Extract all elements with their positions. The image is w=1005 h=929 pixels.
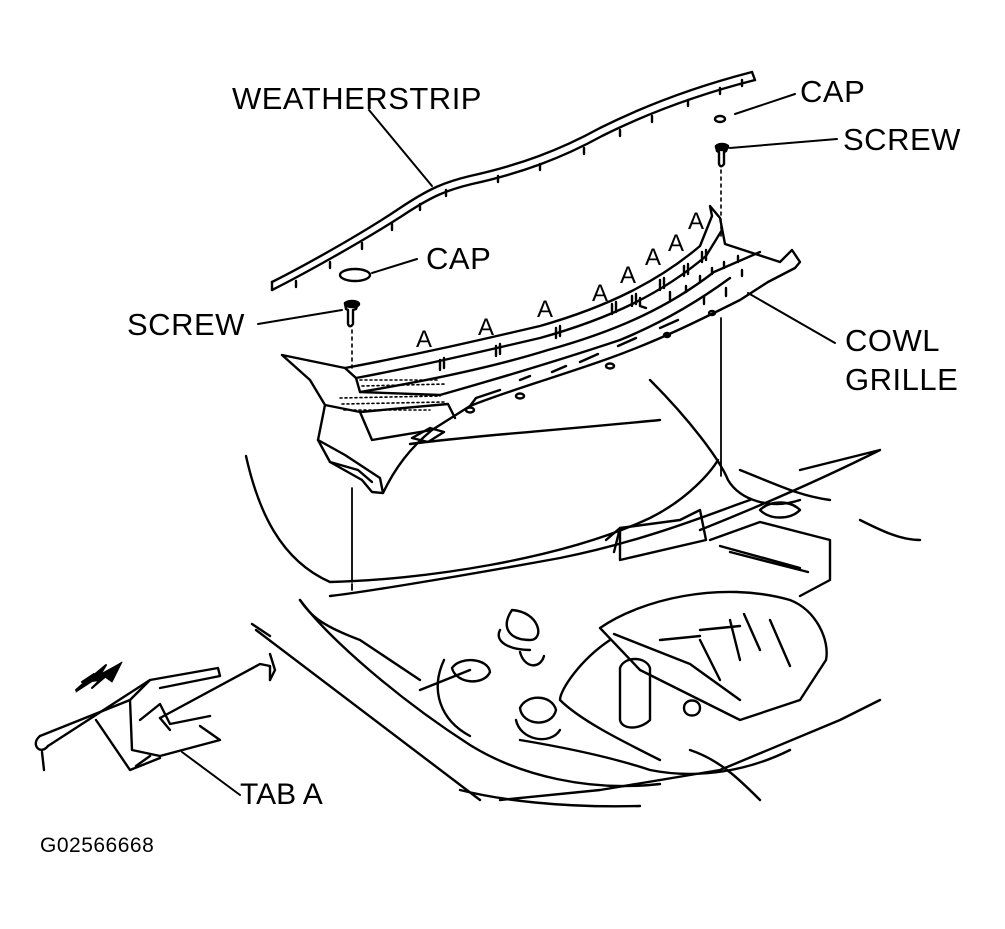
screw-left-label: SCREW [127,307,245,342]
screw-right-label: SCREW [843,122,961,157]
cowl-label: COWL [845,323,940,358]
tab-marker: A [688,208,705,235]
cowl-grille-part [280,204,802,495]
arrow-head [75,661,123,693]
leader-lines [181,93,838,796]
tab-marker: A [478,314,495,341]
vehicle-outline [244,378,922,808]
tab-marker: A [668,230,685,257]
fasteners [338,114,730,328]
weatherstrip-part [270,70,757,292]
weatherstrip-label: WEATHERSTRIP [232,81,482,116]
figure-code: G02566668 [40,834,155,857]
tab-marker: A [537,296,554,323]
cap-left-label: CAP [426,241,492,276]
cap-right-label: CAP [800,74,866,109]
tab-a-label: TAB A [240,778,323,811]
tab-marker: A [620,262,637,289]
grille-label: GRILLE [845,362,959,397]
tab-marker: A [645,244,662,271]
tab-marker: A [592,280,609,307]
tab-a-inset [34,652,277,772]
tab-marker: A [416,326,433,353]
